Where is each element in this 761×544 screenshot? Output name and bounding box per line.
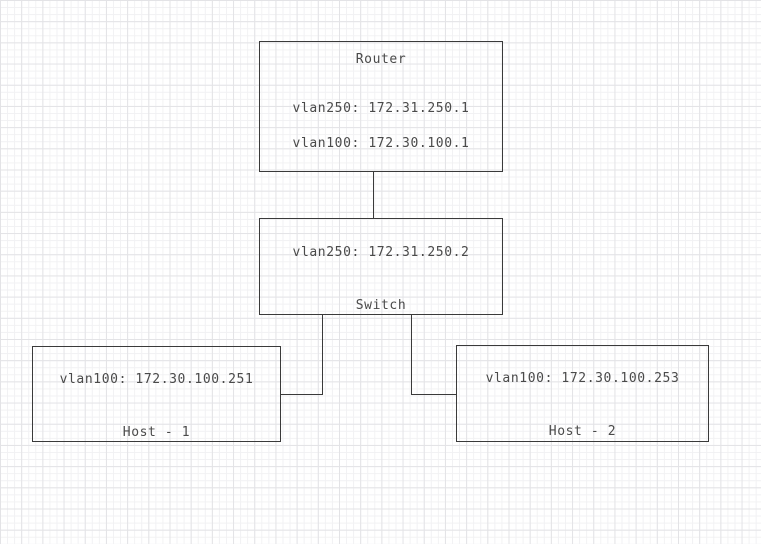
node-host-2-title: Host - 2 — [548, 424, 617, 439]
node-switch[interactable]: vlan250: 172.31.250.2 Switch — [259, 218, 503, 315]
node-host-1[interactable]: vlan100: 172.30.100.251 Host - 1 — [32, 346, 281, 442]
node-host-1-vlan100: vlan100: 172.30.100.251 — [59, 372, 254, 387]
node-host-2[interactable]: vlan100: 172.30.100.253 Host - 2 — [456, 345, 709, 442]
node-router-vlan100: vlan100: 172.30.100.1 — [292, 136, 470, 151]
node-router-title: Router — [355, 52, 407, 67]
node-switch-vlan250: vlan250: 172.31.250.2 — [292, 245, 470, 260]
link-switch-to-host-2-vertical — [411, 315, 412, 395]
link-switch-to-host-2-horizontal — [411, 394, 457, 395]
node-router-vlan250: vlan250: 172.31.250.1 — [292, 101, 470, 116]
node-host-1-title: Host - 1 — [122, 425, 191, 440]
node-router[interactable]: Router vlan250: 172.31.250.1 vlan100: 17… — [259, 41, 503, 172]
link-switch-to-host-1-vertical — [322, 315, 323, 395]
node-host-2-vlan100: vlan100: 172.30.100.253 — [485, 371, 680, 386]
link-switch-to-host-1-horizontal — [280, 394, 323, 395]
link-router-to-switch — [373, 172, 374, 219]
node-switch-title: Switch — [355, 298, 407, 313]
